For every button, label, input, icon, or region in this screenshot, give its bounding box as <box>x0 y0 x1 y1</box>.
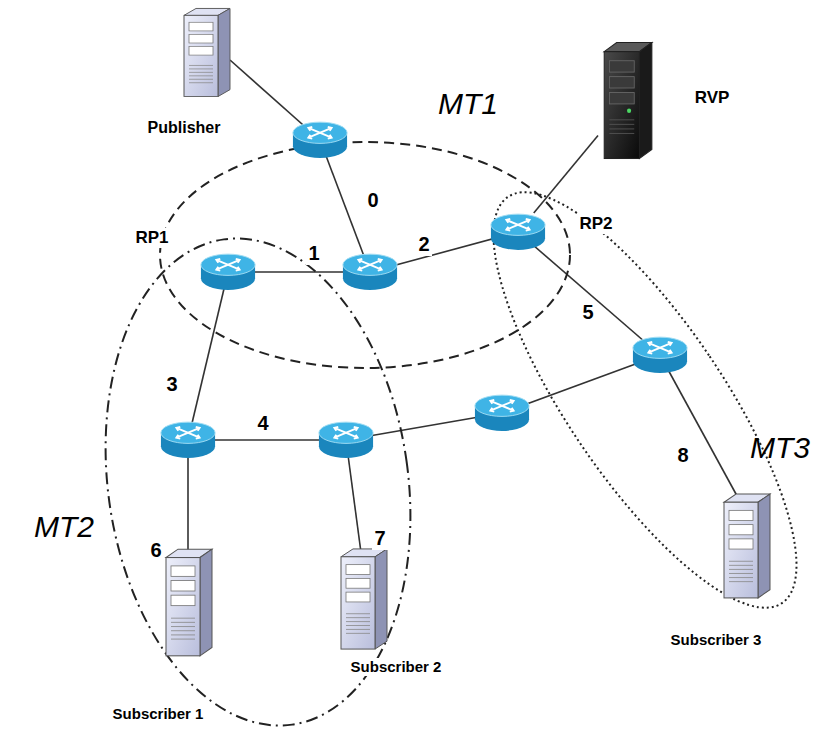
rp1-router: RP1 <box>200 253 256 291</box>
rp2-router: RP2 <box>490 213 546 251</box>
network-link <box>534 135 598 213</box>
link-number: 3 <box>164 373 179 396</box>
node-label: RP1 <box>133 228 170 248</box>
mt1-outline <box>160 142 570 368</box>
node-label: RVP <box>693 88 732 108</box>
subscriber-server: Subscriber 1 <box>160 545 216 660</box>
node-label: Subscriber 2 <box>349 658 444 675</box>
link-number: 5 <box>580 301 595 324</box>
link-number: 4 <box>255 412 270 435</box>
subscriber-server: Subscriber 3 <box>718 490 774 602</box>
subscriber-server: Subscriber 2 <box>335 545 391 653</box>
server-icons <box>166 8 770 655</box>
link-number: 2 <box>416 233 431 256</box>
network-links <box>188 60 742 560</box>
link-number: 7 <box>372 527 387 550</box>
mt3-outline <box>443 153 835 646</box>
node-label: Subscriber 1 <box>111 705 206 722</box>
publisher-server: Publisher <box>178 5 234 100</box>
node-label: RP2 <box>577 214 614 234</box>
link-number: 8 <box>675 444 690 467</box>
tree-label: MT3 <box>748 431 812 466</box>
tree-label: MT2 <box>32 510 96 545</box>
node-label: Subscriber 3 <box>669 631 764 648</box>
rvp-server: RVP <box>598 38 656 163</box>
link-number: 0 <box>365 189 380 212</box>
link-number: 6 <box>148 539 163 562</box>
router-icons <box>161 122 687 458</box>
link-number: 1 <box>306 242 321 265</box>
node-label: Publisher <box>146 119 223 137</box>
tree-label: MT1 <box>436 87 500 122</box>
